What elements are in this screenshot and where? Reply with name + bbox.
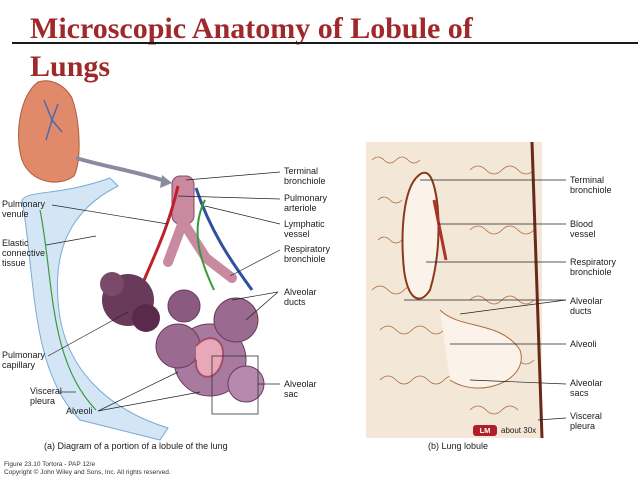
lung-micrograph (366, 142, 542, 438)
label-alveolar-ducts: Alveolar ducts (284, 287, 317, 307)
micro-label-visceral-pleura: Visceral pleura (570, 411, 602, 431)
micro-terminal-bronchiole (403, 173, 439, 299)
micro-label-blood-vessel: Blood vessel (570, 219, 596, 239)
figure-credit-line-2: Copyright © John Wiley and Sons, Inc. Al… (4, 469, 171, 477)
label-elastic-connective-tissue: Elastic connective tissue (2, 238, 45, 268)
figure-credit-line-1: Figure 23.10 Tortora - PAP 12/e (4, 461, 95, 469)
micro-label-terminal-bronchiole: Terminal bronchiole (570, 175, 612, 195)
slide-title: Microscopic Anatomy of Lobule of Lungs (30, 10, 590, 86)
caption-diagram: (a) Diagram of a portion of a lobule of … (44, 441, 228, 451)
magnification-label: about 30x (501, 425, 536, 436)
label-alveoli: Alveoli (66, 406, 93, 416)
micro-label-alveolar-sacs: Alveolar sacs (570, 378, 603, 398)
label-alveolar-sac: Alveolar sac (284, 379, 317, 399)
label-pulmonary-capillary: Pulmonary capillary (2, 350, 45, 370)
alveolar-cluster-left (100, 272, 160, 332)
label-pulmonary-arteriole: Pulmonary arteriole (284, 193, 327, 213)
label-visceral-pleura: Visceral pleura (30, 386, 62, 406)
zoom-arrowhead (160, 175, 172, 188)
caption-micrograph: (b) Lung lobule (428, 441, 488, 451)
micro-label-respiratory-bronchiole: Respiratory bronchiole (570, 257, 616, 277)
zoom-arrow (76, 158, 168, 182)
title-rule (12, 42, 638, 44)
label-lymphatic-vessel: Lymphatic vessel (284, 219, 325, 239)
lm-badge: LM (473, 425, 497, 436)
label-terminal-bronchiole: Terminal bronchiole (284, 166, 326, 186)
alveolar-sac-cluster (156, 290, 264, 402)
label-pulmonary-venule: Pulmonary venule (2, 199, 45, 219)
slide-title-line-1: Microscopic Anatomy of Lobule of (30, 12, 473, 45)
micro-label-alveolar-ducts: Alveolar ducts (570, 296, 603, 316)
lung-thumbnail (19, 81, 80, 182)
micro-label-alveoli: Alveoli (570, 339, 597, 349)
label-respiratory-bronchiole: Respiratory bronchiole (284, 244, 330, 264)
slide-title-line-2: Lungs (30, 50, 110, 83)
